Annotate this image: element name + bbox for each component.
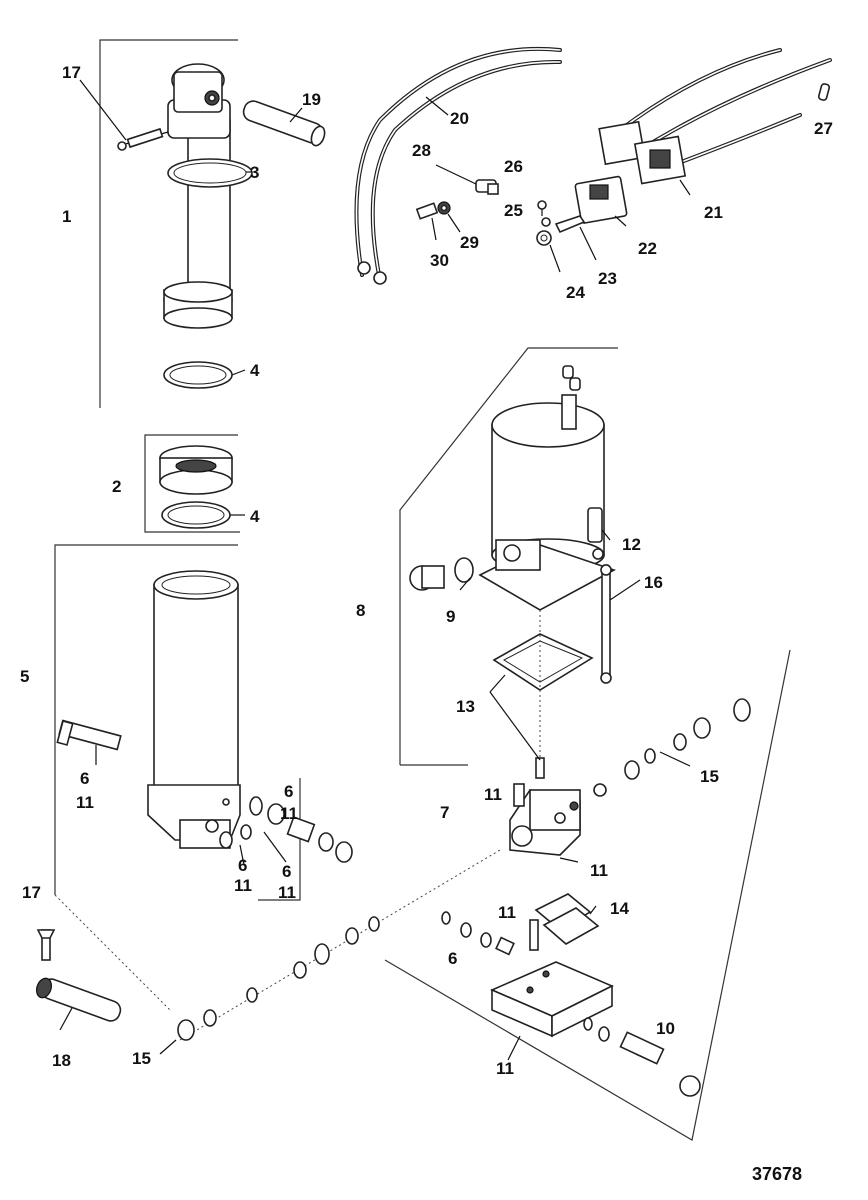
nut-24 <box>536 230 552 246</box>
valve-parts-6-11 <box>219 796 353 863</box>
callout-15-right: 15 <box>700 767 719 786</box>
callout-25: 25 <box>504 201 523 220</box>
terminal-28 <box>475 179 499 195</box>
connector-27 <box>817 83 831 101</box>
callout-11-pump: 11 <box>484 785 502 804</box>
screw-17-lower <box>36 929 56 961</box>
callout-22: 22 <box>638 239 657 258</box>
callout-6-mid-b: 6 <box>282 862 291 881</box>
callout-15-left: 15 <box>132 1049 151 1068</box>
callout-17-lower: 17 <box>22 883 41 902</box>
figure-number: 37678 <box>752 1164 802 1184</box>
callout-27: 27 <box>814 119 833 138</box>
bolt-6-11-left <box>56 719 122 751</box>
callout-28: 28 <box>412 141 431 160</box>
callout-11-cover: 11 <box>498 903 516 922</box>
callout-26: 26 <box>504 157 523 176</box>
callout-17-top: 17 <box>62 63 81 82</box>
callout-5: 5 <box>20 667 29 686</box>
callout-29: 29 <box>460 233 479 252</box>
cylinder-body-5 <box>147 570 241 849</box>
callout-13: 13 <box>456 697 475 716</box>
callout-12: 12 <box>622 535 641 554</box>
callout-1: 1 <box>62 207 71 226</box>
cylinder-end-cap-2 <box>159 445 233 495</box>
callout-3: 3 <box>250 163 259 182</box>
parts-line-15-lower <box>177 849 501 1041</box>
leader-lines <box>59 79 691 1061</box>
screw-11-lower <box>529 919 539 951</box>
callout-11-mid-a: 11 <box>234 876 252 895</box>
callout-7: 7 <box>440 803 449 822</box>
cover-gasket-14 <box>534 893 600 945</box>
callout-11-left: 11 <box>76 793 94 812</box>
callout-11-bottom: 11 <box>496 1059 514 1078</box>
washer-29 <box>437 201 451 215</box>
fill-plug-9 <box>409 557 474 591</box>
o-ring-3 <box>167 158 253 188</box>
o-ring-4-lower <box>161 501 231 529</box>
pump-body-7 <box>509 783 581 856</box>
wire-harness-20 <box>354 46 562 285</box>
stud-bolt-lower <box>535 757 545 779</box>
callout-10: 10 <box>656 1019 675 1038</box>
bracket-23 <box>554 215 586 234</box>
callout-14: 14 <box>610 899 629 918</box>
callout-4-upper: 4 <box>250 361 260 380</box>
trim-cylinder-shaft-assembly <box>163 63 233 329</box>
callout-11-mid-b: 11 <box>278 883 296 902</box>
o-ring-4-upper <box>163 361 233 389</box>
release-valve-10 <box>583 1017 701 1097</box>
gasket-13 <box>492 633 594 691</box>
callout-6-lower: 6 <box>448 949 457 968</box>
callout-24: 24 <box>566 283 585 302</box>
relay-22 <box>574 175 628 224</box>
callout-19: 19 <box>302 90 321 109</box>
callout-16: 16 <box>644 573 663 592</box>
callout-30: 30 <box>430 251 449 270</box>
pump-motor-8 <box>478 365 616 611</box>
callout-11-right-top: 11 <box>280 804 298 823</box>
screw-17-top <box>117 127 169 151</box>
valve-parts-6-lower <box>441 911 515 956</box>
pump-fittings-15 <box>593 698 751 797</box>
callout-2: 2 <box>112 477 121 496</box>
callout-6-left: 6 <box>80 769 89 788</box>
callout-23: 23 <box>598 269 617 288</box>
trim-cylinder-pin-19 <box>242 100 326 147</box>
valve-block <box>489 961 614 1038</box>
callout-6-mid-a: 6 <box>238 856 247 875</box>
callout-20: 20 <box>450 109 469 128</box>
washer-25 <box>541 217 551 227</box>
callout-11-pump-right: 11 <box>590 861 608 880</box>
relay-harness-21 <box>598 48 832 185</box>
screw-26 <box>537 200 547 216</box>
callout-9: 9 <box>446 607 455 626</box>
ground-strap-16 <box>600 564 612 684</box>
callout-6-right-top: 6 <box>284 782 293 801</box>
callout-18: 18 <box>52 1051 71 1070</box>
bolt-12 <box>587 507 604 560</box>
callout-8: 8 <box>356 601 365 620</box>
callout-4-lower: 4 <box>250 507 260 526</box>
callout-21: 21 <box>704 203 723 222</box>
callout-labels: 17 19 3 1 4 2 4 5 6 11 6 11 6 11 6 11 6 … <box>20 63 833 1078</box>
pivot-pin-18 <box>35 977 122 1022</box>
screw-30 <box>415 202 439 220</box>
